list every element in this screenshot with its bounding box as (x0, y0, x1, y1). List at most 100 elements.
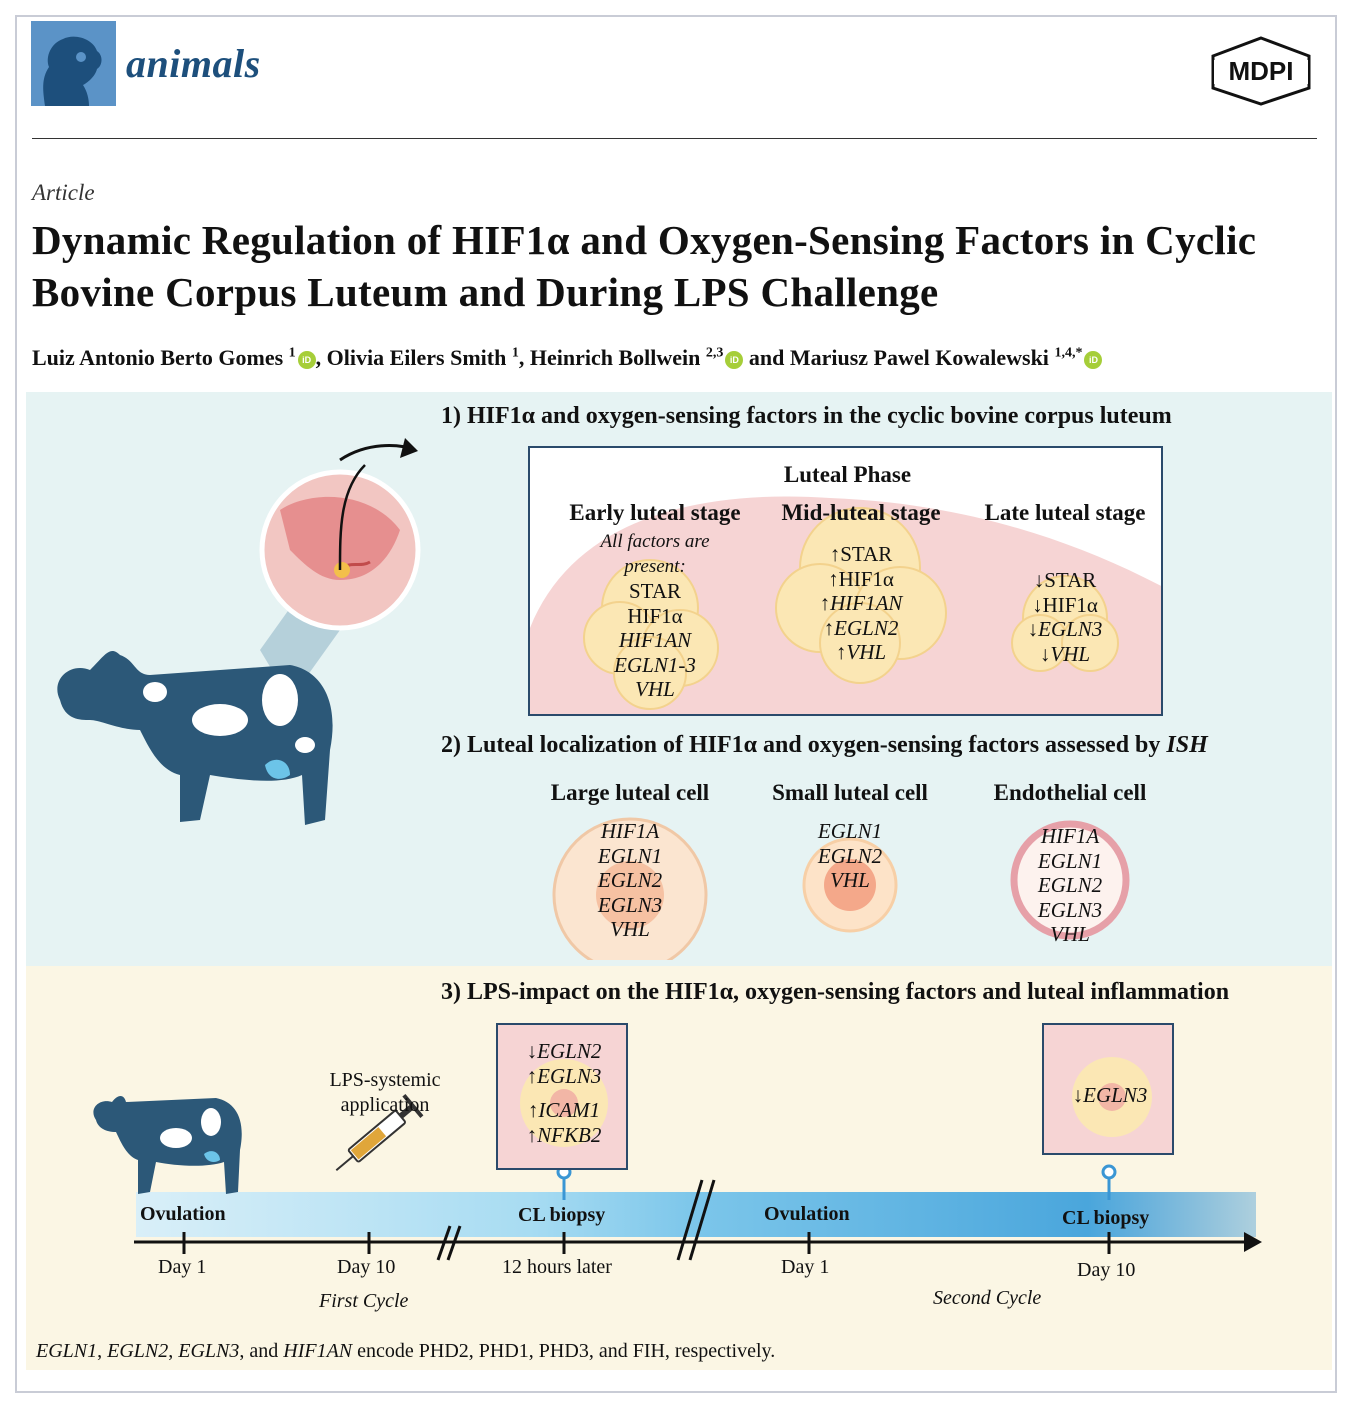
mdpi-logo[interactable]: MDPI (1206, 36, 1316, 111)
gene-label: VHL (1050, 922, 1090, 946)
gene-label: STAR (629, 579, 681, 603)
gene-label: EGLN1 (1037, 848, 1103, 873)
ovulation-1-label: Ovulation (140, 1203, 226, 1225)
gene-label: EGLN3 (597, 892, 663, 917)
mdpi-hexagon-icon: MDPI (1211, 36, 1311, 106)
gene-label: EGLN2 (817, 843, 883, 868)
lps-label-line-2: application (340, 1094, 430, 1116)
footnote-text: , (168, 1340, 179, 1362)
twelve-hours-later-label: 12 hours later (502, 1256, 612, 1278)
gene-label: EGLN1-3 (614, 652, 696, 677)
footnote-text: EGLN3 (178, 1340, 240, 1362)
author-name[interactable]: Mariusz Pawel Kowalewski (789, 345, 1049, 370)
biopsy-2-genes: ↓EGLN3 (1044, 1083, 1172, 1108)
axis-break-icon (436, 1179, 716, 1261)
gene-label: ↑EGLN2 (823, 615, 899, 640)
cl-biopsy-2-label: CL biopsy (1062, 1207, 1150, 1229)
gene-label: ↓EGLN3 (1027, 617, 1103, 641)
gene-label: EGLN3 (1037, 897, 1103, 922)
author-separator: and (743, 345, 790, 370)
second-cycle-label: Second Cycle (933, 1287, 1042, 1309)
svg-text:MDPI: MDPI (1229, 56, 1294, 86)
cell-shape (1010, 820, 1130, 940)
footnote-text: EGLN1 (36, 1340, 98, 1362)
author-affiliation: 1 (511, 345, 519, 361)
gene-label: HIF1α (627, 603, 683, 628)
timeline-arrow-icon (1244, 1232, 1262, 1252)
gene-label: ↑STAR (829, 542, 893, 566)
gene-label: EGLN2 (1037, 873, 1103, 897)
section-1-title: 1) HIF1α and oxygen-sensing factors in t… (441, 403, 1172, 429)
luteal-tissue-background (530, 496, 1161, 714)
author-name[interactable]: Olivia Eilers Smith (326, 345, 507, 370)
orcid-icon[interactable]: iD (297, 351, 316, 369)
gene-label: ↓VHL (1039, 641, 1091, 666)
gene-label: VHL (635, 677, 675, 701)
lps-application-label: LPS-systemic application (305, 1068, 465, 1118)
cell-shape (802, 837, 898, 933)
figure-footnote: EGLN1, EGLN2, EGLN3, and HIF1AN encode P… (36, 1340, 775, 1363)
gene-label: EGLN2 (597, 868, 663, 892)
gene-label: HIF1A (1040, 824, 1100, 848)
gene-label: ↑HIF1AN (819, 591, 903, 615)
orcid-icon[interactable]: iD (1084, 351, 1103, 369)
article-type: Article (32, 180, 95, 205)
gene-label: HIF1A (600, 819, 660, 843)
monkey-logo-icon (43, 36, 102, 106)
footnote-text: , (97, 1340, 108, 1362)
journal-name[interactable]: animals (126, 41, 261, 86)
footnote-text: HIF1AN (283, 1340, 353, 1362)
section-3-title: 3) LPS-impact on the HIF1α, oxygen-sensi… (441, 979, 1230, 1005)
stage-gene-list: ↑STAR↑HIF1α↑HIF1AN↑EGLN2↑VHL (766, 542, 956, 665)
gene-label: ↓HIF1α (1032, 592, 1098, 617)
author-separator: , (518, 345, 530, 370)
article-title: Dynamic Regulation of HIF1α and Oxygen-S… (32, 217, 1257, 315)
author-affiliation: 2,3 (705, 345, 724, 361)
gene-label: VHL (610, 917, 650, 941)
gene-label: ↓EGLN3 (1072, 1083, 1148, 1107)
gene-label: ↑EGLN3 (526, 1063, 602, 1088)
stage-gene-list: ↓STAR↓HIF1α↓EGLN3↓VHL (970, 568, 1160, 666)
biopsy-1-tissue (498, 1025, 626, 1168)
gene-label: HIF1AN (618, 628, 692, 652)
gene-label: EGLN1 (597, 843, 663, 868)
section-2-title: 2) Luteal localization of HIF1α and oxyg… (441, 732, 1208, 758)
day-1-second-label: Day 1 (781, 1256, 830, 1278)
ovulation-2-label: Ovulation (764, 1203, 850, 1225)
gene-label: EGLN1 (817, 819, 883, 843)
journal-logo (31, 21, 116, 106)
author-affiliation: 1 (288, 345, 296, 361)
gene-label: ↑HIF1α (828, 566, 894, 591)
cell-type-title: Large luteal cell (550, 780, 710, 805)
biopsy-2-box: ↓EGLN3 (1042, 1023, 1174, 1155)
cow-with-uterus-illustration (57, 438, 421, 825)
cl-biopsy-1-label: CL biopsy (518, 1204, 606, 1226)
gene-label: ↑ICAM1 (527, 1098, 601, 1122)
biopsy-1-box: ↓EGLN2↑EGLN3↑ICAM1↑NFKB2 (496, 1023, 628, 1170)
stage-title: Mid-luteal stage (781, 500, 941, 525)
author-name[interactable]: Heinrich Bollwein (529, 345, 701, 370)
day-10-second-label: Day 10 (1077, 1259, 1136, 1281)
author-name[interactable]: Luiz Antonio Berto Gomes (32, 345, 284, 370)
gene-label (498, 1088, 626, 1098)
stage-title: Early luteal stage (569, 500, 741, 525)
orcid-icon[interactable]: iD (725, 351, 744, 369)
footnote-text: EGLN2 (107, 1340, 169, 1362)
biopsy-1-genes: ↓EGLN2↑EGLN3↑ICAM1↑NFKB2 (498, 1039, 626, 1147)
cell-shape (552, 817, 708, 960)
stage-note: present: (624, 555, 686, 577)
header-rule (32, 138, 1317, 139)
gene-label: ↓EGLN2 (526, 1039, 602, 1063)
lps-timeline-graphic (93, 1093, 1262, 1261)
cell-type-title: Small luteal cell (772, 780, 928, 805)
